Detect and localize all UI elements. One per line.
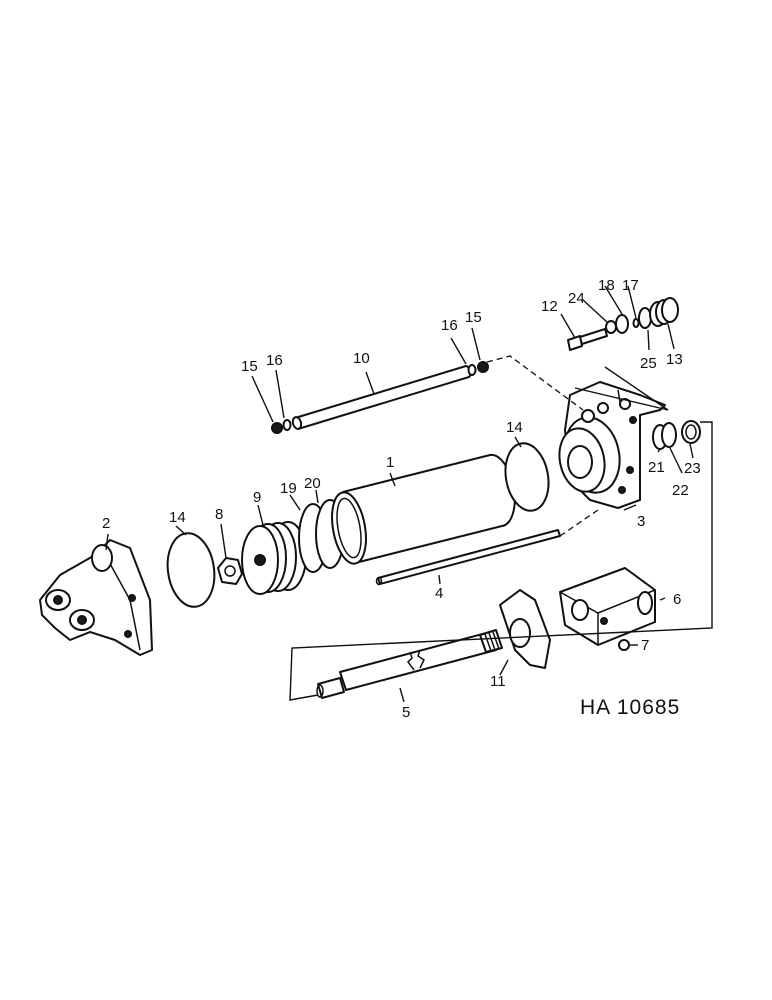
callout-labels: 1 2 3 4 5 6 7 8 9 10 11 12 13 14 14 15 1… xyxy=(102,277,701,721)
callout-25: 25 xyxy=(640,355,657,372)
callout-16b: 16 xyxy=(441,317,458,334)
part-5-piston-rod xyxy=(316,629,503,699)
callout-14b: 14 xyxy=(506,419,523,436)
callout-22: 22 xyxy=(672,482,689,499)
part-25-backup-ring xyxy=(638,307,652,329)
callout-21: 21 xyxy=(648,459,665,476)
callout-2: 2 xyxy=(102,515,110,532)
callout-12: 12 xyxy=(541,298,558,315)
callout-18: 18 xyxy=(598,277,615,294)
part-15-fitting-right xyxy=(477,361,489,373)
part-14-o-ring-right xyxy=(504,442,550,512)
part-14-o-ring-left xyxy=(166,532,216,608)
callout-6: 6 xyxy=(673,591,681,608)
callout-19: 19 xyxy=(280,480,297,497)
part-18-o-ring xyxy=(615,314,629,334)
part-22-wiper xyxy=(661,422,677,448)
part-13-valve-plug xyxy=(649,297,679,327)
part-16-o-ring-left xyxy=(282,419,292,431)
callout-15b: 15 xyxy=(465,309,482,326)
part-12-valve-stem xyxy=(567,328,608,351)
part-23-retainer xyxy=(681,420,701,444)
callout-23: 23 xyxy=(684,460,701,477)
part-15-fitting-left xyxy=(271,422,283,434)
callout-4: 4 xyxy=(435,585,443,602)
callout-17: 17 xyxy=(622,277,639,294)
figure-reference: HA 10685 xyxy=(580,696,680,719)
part-9-piston xyxy=(241,521,307,595)
leader-lines xyxy=(105,285,694,703)
part-11-stop-collar xyxy=(499,589,551,669)
part-17-o-ring xyxy=(632,318,640,328)
callout-1: 1 xyxy=(386,454,394,471)
callout-10: 10 xyxy=(353,350,370,367)
callout-5: 5 xyxy=(402,704,410,721)
callout-8: 8 xyxy=(215,506,223,523)
callout-11: 11 xyxy=(490,673,506,690)
callout-14a: 14 xyxy=(169,509,186,526)
part-1-cylinder-barrel xyxy=(331,453,516,565)
callout-15a: 15 xyxy=(241,358,258,375)
callout-3: 3 xyxy=(637,513,645,530)
part-6-rod-clevis xyxy=(559,567,656,646)
callout-16a: 16 xyxy=(266,352,283,369)
callout-24: 24 xyxy=(568,290,585,307)
callout-9: 9 xyxy=(253,489,261,506)
part-2-base-mount-bracket xyxy=(39,539,153,656)
callout-13: 13 xyxy=(666,351,683,368)
part-7-set-screw xyxy=(618,639,630,651)
part-8-lock-nut xyxy=(217,557,243,585)
part-3-rod-end-head xyxy=(558,381,666,509)
callout-20: 20 xyxy=(304,475,321,492)
part-16-o-ring-right xyxy=(467,364,477,376)
assembly-guide-lines xyxy=(289,355,713,701)
callout-7: 7 xyxy=(641,637,649,654)
part-10-tube xyxy=(291,365,472,430)
